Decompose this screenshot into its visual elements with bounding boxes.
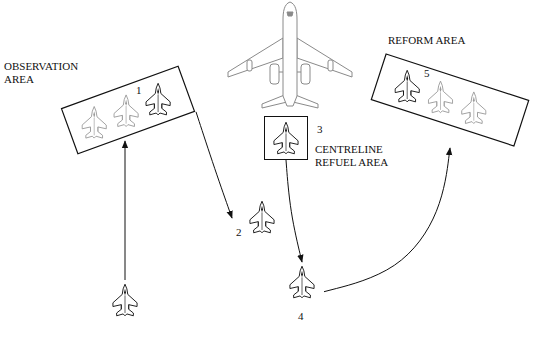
area-outline: [62, 66, 195, 154]
area-heading: CENTRELINE REFUEL AREA: [315, 143, 405, 169]
aircraft-position: 2: [232, 195, 282, 243]
area-heading: OBSERVATION AREA: [4, 60, 96, 86]
fighter-aircraft: [114, 95, 138, 127]
text-holder: 1: [136, 84, 142, 97]
text-holder: 2: [236, 226, 242, 239]
text-holder: OBSERVATION AREA: [4, 60, 96, 86]
flow-arrow: [324, 148, 450, 292]
fighter-aircraft: [250, 201, 274, 233]
approach-arrow: [125, 141, 126, 280]
area-figure: [60, 64, 196, 156]
area-outline: [371, 54, 528, 146]
area-figure: [264, 116, 308, 160]
reform-area: REFORM AREA5: [369, 52, 531, 148]
callout-number: 4: [298, 310, 304, 323]
text-holder: 4: [298, 310, 304, 323]
fighter-aircraft: [146, 83, 170, 115]
callout-number: 2: [236, 226, 242, 239]
aircraft-position: 4: [280, 262, 324, 328]
approaching-aircraft: [113, 284, 137, 316]
fighter-aircraft: [290, 266, 314, 298]
area-heading: REFORM AREA: [388, 34, 465, 47]
text-holder: 3: [317, 123, 323, 136]
centreline-refuel-area: 3CENTRELINE REFUEL AREA: [264, 116, 308, 160]
flow-arrow: [196, 112, 232, 218]
callout-number: 5: [424, 67, 430, 80]
callout-number: 3: [317, 123, 323, 136]
fighter-aircraft: [395, 70, 419, 102]
fighter-aircraft: [428, 81, 452, 113]
fighter-aircraft: [274, 122, 298, 154]
tanker-aircraft: [228, 2, 352, 108]
fighter-aircraft: [82, 107, 106, 139]
observation-area: OBSERVATION AREA1: [60, 64, 196, 156]
text-holder: CENTRELINE REFUEL AREA: [315, 143, 405, 169]
text-holder: 5: [424, 67, 430, 80]
flow-arrow: [286, 160, 302, 262]
area-figure: [369, 52, 531, 148]
fighter-aircraft: [462, 92, 486, 124]
text-holder: REFORM AREA: [388, 34, 465, 47]
callout-number: 1: [136, 84, 142, 97]
